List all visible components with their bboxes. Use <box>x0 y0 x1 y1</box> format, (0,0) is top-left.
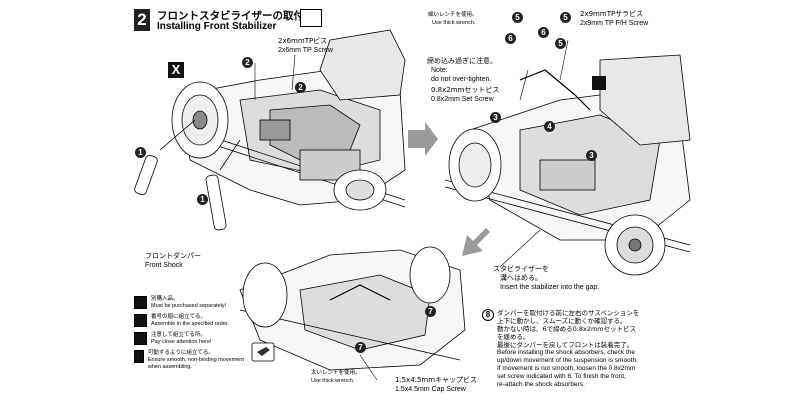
wheel-left <box>171 81 387 211</box>
step-marker-2b: 2 <box>295 82 306 93</box>
move-smooth-icon <box>592 76 606 90</box>
step-marker-6a: 6 <box>505 33 516 44</box>
thin-wrench-note-en: Use thick wrench. <box>311 378 355 384</box>
step-marker-8: 8 <box>482 309 494 321</box>
tp-screw-label-en: 2x6mm TP Screw <box>278 47 333 54</box>
tp-fh-screw-label-en: 2x9mm TP F/H Screw <box>580 20 649 27</box>
step-number: 2 <box>134 9 150 31</box>
thin-wrench-note-jp: 太いレンチを使用。 <box>311 370 361 376</box>
front-shocks <box>134 119 241 231</box>
note-8: ダンパーを取付ける前に左右のサスペンションを 上下に動かし、スムーズに動くか確認… <box>497 309 707 389</box>
legend-item: 可動するように組立てる。 Ensure smooth, non-binding … <box>134 350 249 371</box>
step-marker-7b: 7 <box>355 342 366 353</box>
step-marker-3a: 3 <box>490 112 501 123</box>
legend-en: Must be purchased separately! <box>151 303 227 309</box>
step-title-jp: フロントスタビライザーの取付け <box>157 10 315 22</box>
step-marker-1b: 1 <box>197 194 208 205</box>
legend-en: Pay close attention here! <box>151 339 212 345</box>
legend-jp: 注意して組立てる所。 <box>151 332 206 338</box>
legend-item: 別購入品。 Must be purchased separately! <box>134 296 249 310</box>
note-8-en-line: up/down movement of the suspension is sm… <box>497 357 638 364</box>
set-screw-label-en: 0.8x2mm Set Screw <box>431 96 494 103</box>
legend-jp: 可動するように組立てる。 <box>147 350 214 356</box>
wheel-right <box>448 128 666 276</box>
order-icon <box>134 314 147 327</box>
stabilizer-note-en: Insert the stabilizer into the gap. <box>500 284 600 291</box>
note-8-en-line: Before installing the shock absorbers, c… <box>497 349 636 356</box>
x-mark-icon <box>134 296 147 309</box>
stabilizer-note-jp2: 溝へはめる。 <box>500 274 542 282</box>
step-marker-7a: 7 <box>425 306 436 317</box>
note-8-jp-line: を緩める。 <box>497 333 530 341</box>
step-marker-6b: 6 <box>538 27 549 38</box>
legend-item: 注意して組立てる所。 Pay close attention here! <box>134 332 249 346</box>
overtighten-note-en1: Note: <box>431 67 448 74</box>
front-shock-label-jp: フロントダンパー <box>145 252 201 260</box>
legend-item: 番号の順に組立てる。 Assemble in the specified ord… <box>134 314 249 328</box>
flow-arrow-right <box>408 122 438 156</box>
wrench-icon <box>251 342 275 362</box>
set-screw-label-jp: 0.8x2mmセットビス <box>431 86 500 94</box>
note-8-en-line: re-attach the shock absorbers. <box>497 381 585 388</box>
flow-arrow-down-left <box>462 228 490 256</box>
legend-jp: 番号の順に組立てる。 <box>151 314 207 320</box>
thick-wrench-note-jp: 細いレンチを使用。 <box>428 12 478 18</box>
note-8-jp-line: ダンパーを取付ける前に左右のサスペンションを <box>497 309 640 317</box>
attention-icon <box>134 332 147 345</box>
step-marker-3b: 3 <box>586 150 597 161</box>
thick-wrench-note-en: Use thick wrench. <box>432 20 476 26</box>
note-8-en-line: set screw indicated with 6. To finish th… <box>497 373 626 380</box>
note-8-jp-line: 上下に動かし、スムーズに動くか確認する。 <box>497 317 627 325</box>
tp-fh-screw-label-jp: 2x9mmTPサラビス <box>580 10 644 18</box>
note-8-jp-line: 最後にダンパーを戻してフロントは装着完了。 <box>497 341 634 349</box>
step-marker-2a: 2 <box>242 57 253 68</box>
chassis-drawing-bottom <box>239 246 466 371</box>
legend: 別購入品。 Must be purchased separately! 番号の順… <box>134 296 249 371</box>
purchase-separately-badge: X <box>168 62 184 78</box>
legend-en: Ensure smooth, non-binding movement when… <box>147 357 244 370</box>
assembly-mark-icon <box>300 9 322 27</box>
step-marker-5a: 5 <box>512 12 523 23</box>
front-shock-label-en: Front Shock <box>145 262 183 269</box>
step-marker-1a: 1 <box>135 147 146 158</box>
legend-jp: 別購入品。 <box>151 296 179 302</box>
step-marker-5b: 5 <box>560 12 571 23</box>
overtighten-note-en2: do not over-tighten. <box>431 76 492 83</box>
stabilizer-note-jp1: スタビライザーを <box>493 265 549 273</box>
cap-screw-label-en: 1.5x4.5mm Cap Screw <box>395 386 466 393</box>
cap-screw-label-jp: 1.5x4.5mmキャップビス <box>395 376 478 384</box>
chassis-drawing-right <box>444 54 691 253</box>
note-8-jp-line: 動かない時は、6で締める0.8x2mmセットビス <box>497 325 637 333</box>
legend-en: Assemble in the specified order. <box>151 321 229 327</box>
step-title-en: Installing Front Stabilizer <box>157 21 277 32</box>
tp-screw-label-jp: 2x6mmTPビス <box>278 37 328 45</box>
leader-lines <box>254 39 569 381</box>
step-marker-5c: 5 <box>555 38 566 49</box>
step-marker-4: 4 <box>544 121 555 132</box>
smooth-movement-icon <box>134 350 144 363</box>
note-8-en-line: If movement is not smooth, loosen the 0.… <box>497 365 636 372</box>
overtighten-note-jp: 締め込み過ぎに注意。 <box>427 57 497 65</box>
